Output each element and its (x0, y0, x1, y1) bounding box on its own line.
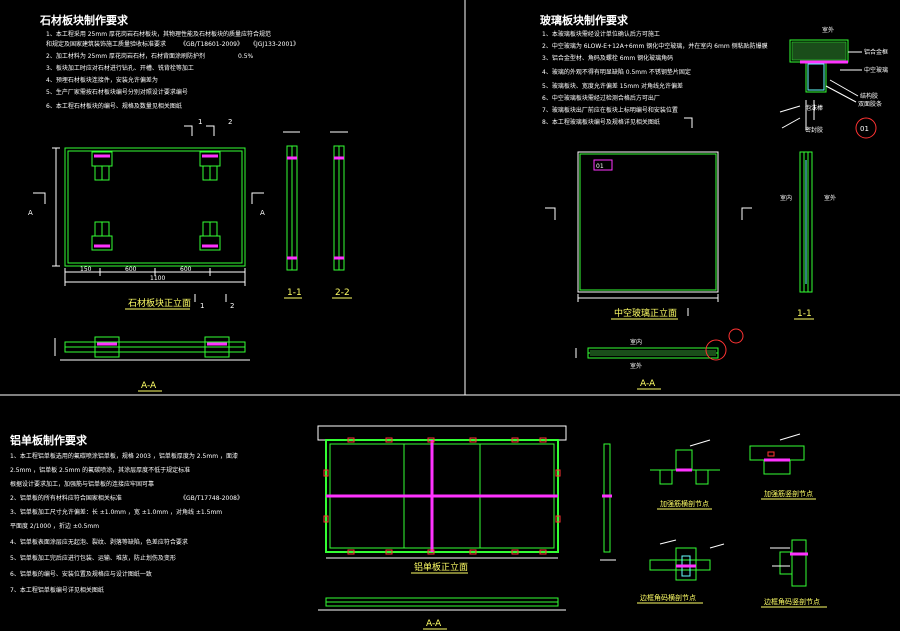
node-caption: 加强筋横剖节点 (660, 499, 709, 508)
alu-note: 5、铝单板加工完后应进行包装、运输、堆放，防止划伤及变形 (10, 554, 176, 562)
section-marker-a-right: A (260, 209, 265, 217)
stone-aa-label: A-A (141, 381, 157, 391)
alu-title: 铝单板制作要求 (10, 433, 88, 447)
glass-elevation-caption: 中空玻璃正立面 (614, 307, 677, 319)
glass-note: 4、玻璃的外观不得有明显缺陷 0.5mm 不锈钢垫片固定 (542, 68, 691, 76)
glass-section: 玻璃板块制作要求 1、本玻璃板块需经设计单位确认后方可施工 2、中空玻璃为 6L… (540, 13, 888, 390)
glass-title: 玻璃板块制作要求 (540, 13, 629, 27)
stone-dim: 600 (125, 266, 137, 273)
glass-legend-item: 中空玻璃 (864, 66, 888, 74)
alu-node-details: 加强筋横剖节点 加强筋竖剖节点 边框角码横剖节点 (637, 433, 827, 608)
node-rib-horizontal: 加强筋横剖节点 (650, 439, 720, 510)
alu-note: 4、铝单板表面涂层应无起泡、裂纹、剥落等缺陷，色差应符合要求 (10, 538, 188, 546)
stone-note: 《JGJ133-2001》 (250, 41, 299, 48)
stone-section: 石材板块制作要求 1、本工程采用 25mm 厚花岗岩石材板块，其物理性能及石材板… (28, 13, 352, 392)
glass-aa-section: 室内 室外 A-A (575, 328, 744, 390)
glass-detail-tag: 01 (860, 125, 869, 133)
node-caption: 加强筋竖剖节点 (764, 489, 813, 498)
glass-section-1-1: 室内 室外 1-1 (780, 151, 836, 320)
node-caption: 边框角码横剖节点 (640, 593, 696, 602)
node-corner-horizontal: 边框角码横剖节点 (637, 539, 725, 604)
glass-note: 2、中空玻璃为 6LOW-E+12A+6mm 钢化中空玻璃，并在室内 6mm 侧… (542, 42, 768, 50)
alu-note: 7、本工程铝单板编号详见相关图纸 (10, 586, 104, 594)
glass-note: 3、铝合金型材、角码及螺栓 6mm 钢化玻璃角码 (542, 54, 673, 62)
stone-section-2-label: 2-2 (335, 288, 350, 298)
glass-aa-label: A-A (640, 379, 656, 389)
stone-note: 2、加工材料为 25mm 厚花岗岩石材，石材背面涂刷防护剂 (46, 52, 205, 60)
stone-note: 5、生产厂家需按石材板块编号分别对照设计要求编号 (46, 88, 188, 96)
section-marker-2-bottom: 2 (230, 302, 234, 310)
stone-note: 《GB/T18601-2009》 (180, 41, 243, 48)
glass-legend-item: 泡沫棒 (805, 104, 823, 112)
glass-corner-detail: 室外 铝合金框 中空玻璃 结构胶 双面胶条 泡沫棒 密封胶 01 (779, 26, 888, 139)
alu-note: 2、铝单板的所有材料应符合国家相关标准 (10, 494, 122, 502)
stone-note: 3、板块加工时应对石材进行钻孔、开槽、铣背栓等加工 (46, 64, 194, 72)
glass-side-indoor: 室内 (780, 194, 792, 202)
alu-elevation-caption: 铝单板正立面 (414, 561, 468, 573)
section-marker-2-top: 2 (228, 118, 232, 126)
stone-section-1-label: 1-1 (287, 288, 302, 298)
glass-legend-item: 密封胶 (805, 126, 823, 134)
stone-aa-section: A-A (54, 336, 250, 392)
glass-notes: 1、本玻璃板块需经设计单位确认后方可施工 2、中空玻璃为 6LOW-E+12A+… (542, 30, 768, 126)
alu-aa-label: A-A (426, 619, 442, 629)
glass-legend-item: 双面胶条 (858, 100, 882, 108)
stone-note: 4、预埋石材板块连接件，安装允许偏差为 (46, 76, 158, 84)
stone-note: 1、本工程采用 25mm 厚花岗岩石材板块，其物理性能及石材板块的质量应符合规范 (46, 30, 271, 38)
stone-elevation: 150 600 600 1100 A A 1 2 1 2 石材板块正立面 (28, 118, 265, 310)
aluminum-section: 铝单板制作要求 1、本工程铝单板选用的氟碳喷涂铝单板，规格 2003 ，铝单板厚… (10, 425, 827, 630)
stone-dim: 150 (80, 266, 92, 273)
stone-section-views: 1-1 2-2 (283, 131, 352, 299)
glass-note: 1、本玻璃板块需经设计单位确认后方可施工 (542, 30, 660, 38)
glass-note: 7、玻璃板块出厂前应在板块上标明编号和安装位置 (542, 106, 678, 114)
glass-note: 5、玻璃板块、宽度允许偏差 15mm 对角线允许偏差 (542, 82, 683, 90)
glass-aa-outdoor: 室外 (630, 362, 642, 370)
stone-note: 0.5% (238, 53, 254, 60)
glass-legend-item: 结构胶 (860, 92, 878, 100)
stone-title: 石材板块制作要求 (39, 13, 129, 27)
glass-legend-item: 铝合金框 (864, 48, 888, 56)
alu-aa-section: A-A (318, 597, 566, 630)
stone-note: 和规定及国家建筑装饰施工质量验收标准要求 (46, 40, 166, 48)
alu-elevation: 铝单板正立面 (317, 425, 567, 574)
section-marker-1-bottom: 1 (200, 302, 204, 310)
alu-note: 6、铝单板的编号、安装位置及规格应与设计图纸一致 (10, 570, 152, 578)
stone-dim: 1100 (150, 275, 165, 282)
section-marker-a-left: A (28, 209, 33, 217)
glass-detail-outdoor: 室外 (822, 26, 834, 34)
node-corner-vertical: 边框角码竖剖节点 (761, 539, 827, 608)
glass-side-outdoor: 室外 (824, 194, 836, 202)
section-marker-1-top: 1 (198, 118, 202, 126)
alu-note: 1、本工程铝单板选用的氟碳喷涂铝单板，规格 2003 ，铝单板厚度为 2.5mm… (10, 452, 238, 460)
stone-dim: 600 (180, 266, 192, 273)
glass-note: 6、中空玻璃板块需经过检测合格后方可出厂 (542, 94, 660, 102)
stone-note: 6、本工程石材板块的编号、规格及数量见相关图纸 (46, 102, 182, 110)
alu-notes: 1、本工程铝单板选用的氟碳喷涂铝单板，规格 2003 ，铝单板厚度为 2.5mm… (10, 452, 243, 594)
alu-note: 平面度 2/1000 ，折边 ±0.5mm (10, 522, 99, 530)
glass-tag: 01 (596, 163, 604, 170)
stone-elevation-caption: 石材板块正立面 (128, 297, 191, 309)
glass-section-1-label: 1-1 (797, 309, 812, 319)
alu-note: 2.5mm ，铝单板 2.5mm 的氟碳喷涂，其涂层厚度不低于规定标准 (10, 466, 190, 474)
alu-side-section (600, 443, 616, 561)
glass-aa-indoor: 室内 (630, 338, 642, 346)
alu-note: 《GB/T17748-2008》 (180, 495, 243, 502)
stone-notes: 1、本工程采用 25mm 厚花岗岩石材板块，其物理性能及石材板块的质量应符合规范… (46, 30, 299, 110)
node-caption: 边框角码竖剖节点 (764, 597, 820, 606)
alu-note: 根据设计要求加工，加强筋与铝单板的连接应牢固可靠 (10, 480, 154, 488)
node-rib-vertical: 加强筋竖剖节点 (749, 433, 816, 500)
glass-note: 8、本工程玻璃板块编号及规格详见相关图纸 (542, 118, 660, 126)
alu-note: 3、铝单板加工尺寸允许偏差：长 ±1.0mm ，宽 ±1.0mm ，对角线 ±1… (10, 508, 222, 516)
glass-elevation: 01 中空玻璃正立面 (545, 117, 752, 320)
